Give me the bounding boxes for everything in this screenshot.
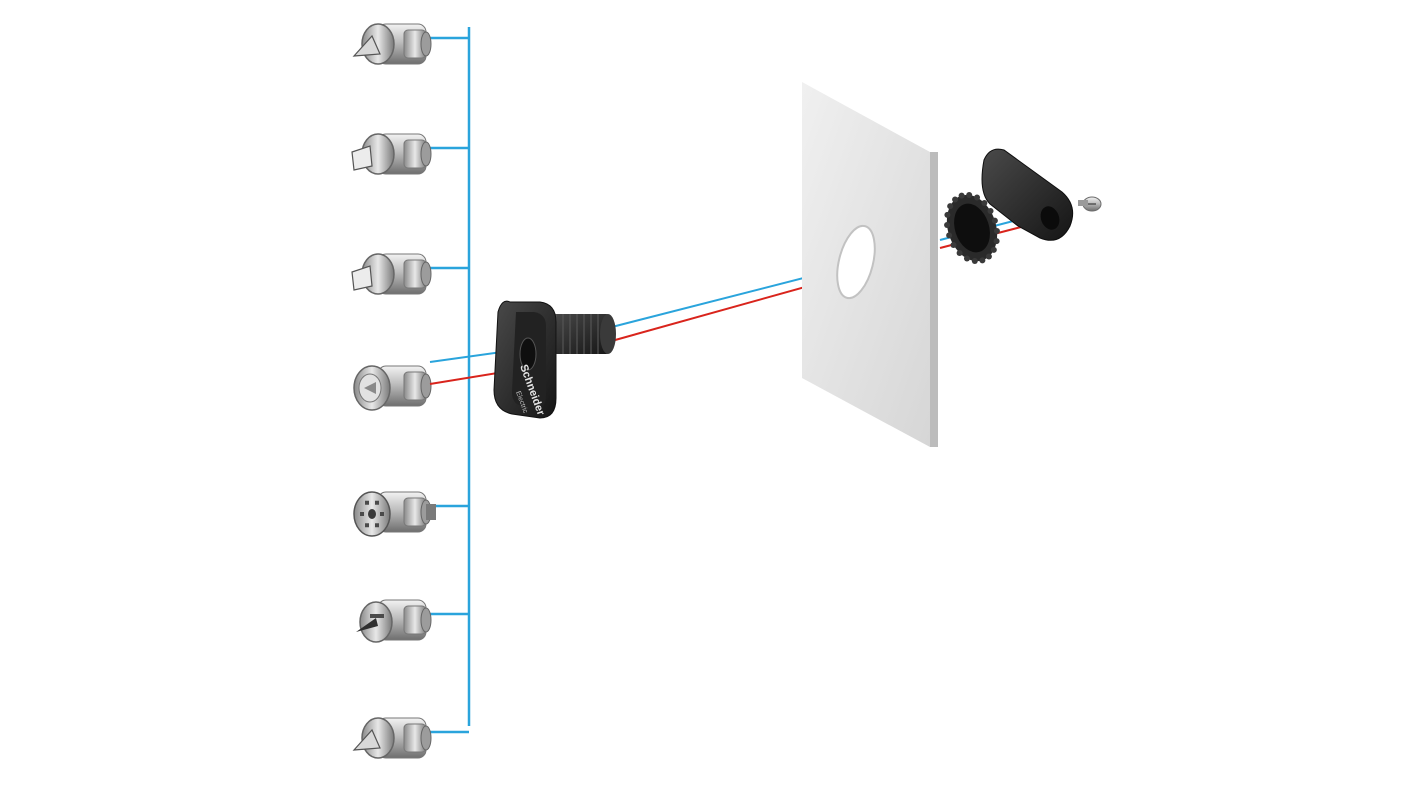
threaded-barrel	[548, 314, 616, 354]
triangle-insert-icon	[352, 717, 432, 759]
round-barrel-insert-icon	[353, 365, 432, 411]
square-insert-icon	[351, 133, 432, 175]
panel-cutout	[836, 224, 876, 300]
cam-lever	[981, 148, 1074, 241]
mounting-panel	[802, 82, 938, 447]
triangle-insert-icon	[352, 23, 432, 65]
lock-keyhole	[519, 337, 537, 371]
rear-fixing-parts	[944, 148, 1102, 265]
insert-options-column	[351, 23, 436, 759]
lock-body-front: Schneider Electric	[493, 300, 616, 419]
panel-edge	[930, 152, 938, 447]
square-insert-icon	[351, 253, 432, 295]
screwdriver-slot-insert-icon	[356, 599, 432, 643]
keyed-cylinder-icon	[353, 491, 436, 537]
fixing-nut	[944, 191, 1000, 265]
insert-options-bracket	[426, 27, 471, 734]
fixing-screw	[1078, 196, 1102, 212]
